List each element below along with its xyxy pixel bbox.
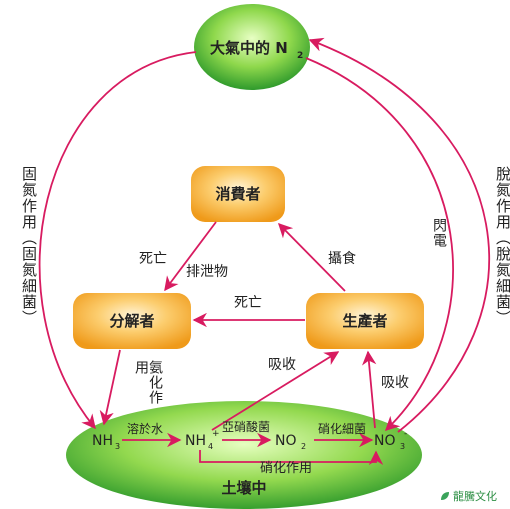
- soil-label: 土壤中: [221, 479, 266, 497]
- fixation-label: 固氮作用（固氮細菌）: [20, 166, 38, 326]
- dissolve-label: 溶於水: [127, 421, 163, 436]
- no3-main: NO: [374, 433, 396, 449]
- decomposer-label: 分解者: [109, 312, 154, 330]
- absorb-nh4-arrow: [211, 351, 340, 431]
- publisher-logo-text: 龍騰文化: [453, 490, 497, 503]
- absorb-no3-arrow: [362, 350, 377, 429]
- species-no3: NO 3 -: [374, 429, 407, 451]
- nh3-main: NH: [92, 433, 113, 449]
- atmosphere-label: 大氣中的 N: [210, 39, 288, 57]
- consumer-node: 消費者: [191, 166, 285, 222]
- lightning-arrow: [305, 57, 454, 431]
- species-nh3: NH 3: [92, 433, 120, 451]
- nitrate-bacteria-label: 硝化細菌: [318, 422, 366, 436]
- nitrification-label: 硝化作用: [260, 461, 312, 476]
- producer-node: 生產者: [306, 293, 424, 349]
- nitrification-bracket: [199, 450, 384, 465]
- decomposer-node: 分解者: [73, 293, 191, 349]
- publisher-logo: 龍騰文化: [440, 488, 497, 504]
- nh4-sup: +: [212, 429, 220, 439]
- soil-node: 土壤中: [66, 401, 422, 509]
- lightning-label: 閃電: [431, 218, 447, 248]
- death-producer-label: 死亡: [234, 295, 262, 311]
- producer-to-consumer-arrow: [277, 222, 346, 292]
- denitrification-label: 脫氮作用（脫氮細菌）: [494, 166, 510, 326]
- consumer-label: 消費者: [215, 185, 260, 203]
- denitrification-arrow: [308, 37, 490, 433]
- nh3-sub: 3: [115, 442, 120, 451]
- ammonification-label: 氨化作用: [133, 360, 163, 405]
- fixation-arrow: [38, 51, 197, 430]
- excretion-label: 排泄物: [186, 264, 228, 280]
- no3-sub: 3: [400, 442, 405, 451]
- absorb-right-label: 吸收: [381, 375, 409, 391]
- no3-sup: -: [404, 429, 407, 439]
- nitrite-bacteria-label: 亞硝酸菌: [222, 419, 270, 434]
- species-nh4: NH 4 +: [185, 429, 220, 451]
- species-no2: NO 2: [275, 433, 306, 451]
- nh4-sub: 4: [208, 442, 213, 451]
- atmosphere-node: 大氣中的 N 2: [194, 4, 310, 90]
- no2-sub: 2: [301, 442, 306, 451]
- leaf-icon: [441, 492, 449, 500]
- consumer-to-decomposer-arrow: [164, 221, 217, 292]
- ammonification-arrow: [99, 349, 121, 426]
- absorb-left-label: 吸收: [268, 357, 296, 373]
- atmosphere-subscript: 2: [297, 51, 303, 61]
- predation-label: 攝食: [328, 250, 356, 267]
- producer-label: 生產者: [342, 312, 387, 330]
- nh4-main: NH: [185, 433, 206, 449]
- no2-main: NO: [275, 433, 297, 449]
- death-consumer-label: 死亡: [139, 251, 167, 267]
